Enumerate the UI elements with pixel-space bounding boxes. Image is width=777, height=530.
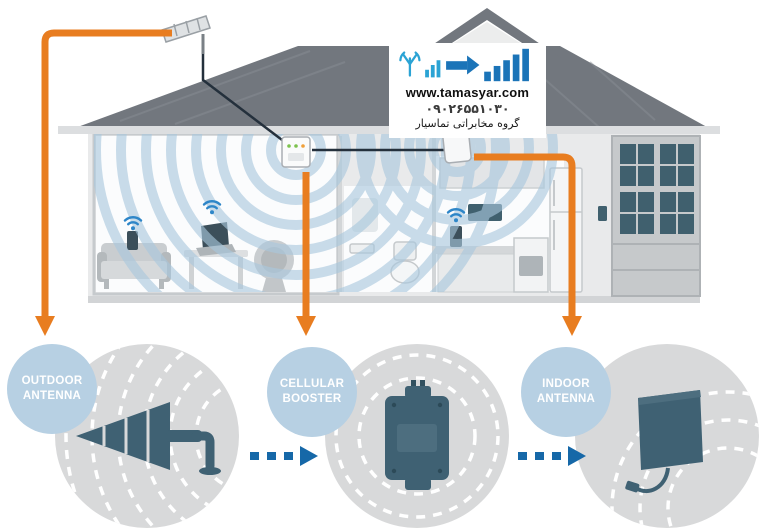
brand-phone: ۰۹۰۲۶۵۵۱۰۳۰ [425, 101, 510, 116]
orange-flow-arrows [41, 29, 576, 318]
brand-tagline: گروه مخابراتی تماسیار [415, 117, 520, 130]
dotted-flow-arrows [250, 446, 586, 466]
label-line: INDOOR [542, 378, 590, 391]
label-cellular-booster: CELLULAR BOOSTER [267, 347, 357, 437]
outdoor-antenna-illustration [76, 402, 221, 475]
brand-website: www.tamasyar.com [405, 85, 530, 100]
stage-cellular-booster [325, 344, 509, 528]
dotted-arrow-right-icon [300, 446, 318, 466]
coax-cables [201, 42, 446, 152]
orange-arrowheads [35, 316, 582, 336]
antenna-arrow-signal-bars-icon [398, 48, 529, 82]
label-line: ANTENNA [536, 393, 596, 405]
cellular-booster-illustration [385, 380, 449, 490]
smartphone-icon [127, 231, 138, 250]
stage-indoor-antenna [575, 344, 759, 528]
dotted-arrow-right-icon [568, 446, 586, 466]
indoor-antenna-illustration [625, 390, 703, 494]
label-line: OUTDOOR [21, 375, 83, 388]
booster-unit-icon [281, 136, 311, 168]
label-outdoor-antenna: OUTDOOR ANTENNA [7, 344, 97, 434]
brand-watermark: www.tamasyar.com ۰۹۰۲۶۵۵۱۰۳۰ گروه مخابرا… [389, 43, 546, 138]
label-line: CELLULAR [279, 378, 345, 391]
stage-outdoor-antenna [55, 344, 239, 528]
arrow-to-outdoor-stage [41, 29, 172, 318]
outdoor-antenna-icon [161, 15, 211, 54]
label-indoor-antenna: INDOOR ANTENNA [521, 347, 611, 437]
label-line: ANTENNA [22, 390, 82, 402]
garage-door [598, 135, 701, 297]
arrow-to-indoor-stage [474, 153, 576, 318]
label-line: BOOSTER [282, 393, 342, 405]
keypad-icon [598, 206, 607, 221]
